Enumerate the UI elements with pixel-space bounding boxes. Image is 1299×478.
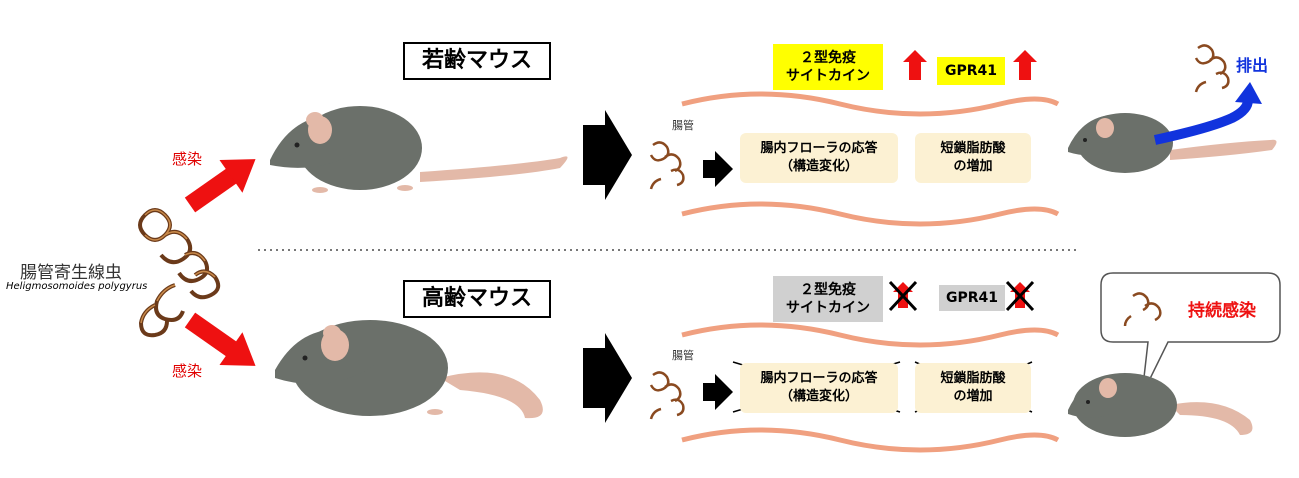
old-mouse-title: 高齢マウス <box>403 280 551 318</box>
small-arrow-old <box>703 374 733 410</box>
infection-label-young: 感染 <box>172 150 203 168</box>
old-scfa-box: 短鎖脂肪酸 の増加 <box>915 363 1031 413</box>
old-gpr41-box: GPR41 <box>939 285 1005 311</box>
infection-arrow-old <box>184 312 256 366</box>
young-mouse-expel-illustration <box>1068 113 1277 173</box>
gut-wall-old-bottom <box>681 427 1060 453</box>
old-type2-cytokine-box: ２型免疫 サイトカイン <box>773 276 883 322</box>
gut-label-young: 腸管 <box>672 119 694 132</box>
gut-wall-young-bottom <box>681 201 1060 227</box>
young-flora-response-box: 腸内フローラの応答 （構造変化） <box>740 133 898 183</box>
young-scfa-box: 短鎖脂肪酸 の増加 <box>915 133 1031 183</box>
no-increase-cytokine <box>888 280 918 312</box>
young-gpr41-box: GPR41 <box>937 57 1005 85</box>
old-mouse-persistent-illustration <box>1068 373 1253 437</box>
small-arrow-young <box>703 151 733 187</box>
nematode-expelled <box>1194 44 1230 93</box>
young-mouse-title: 若齢マウス <box>403 42 551 80</box>
young-type2-cytokine-box: ２型免疫 サイトカイン <box>773 44 883 90</box>
expel-arrow <box>1153 99 1253 145</box>
nematode-latin-name: Heligmosomoides polygyrus <box>6 281 148 292</box>
increase-arrow-cytokine <box>903 50 927 80</box>
expel-label: 排出 <box>1236 56 1269 75</box>
old-mouse-illustration <box>275 320 543 419</box>
young-mouse-illustration <box>270 106 568 193</box>
gut-wall-old-top <box>681 322 1060 348</box>
process-arrow-young <box>583 110 632 200</box>
process-arrow-old <box>583 333 632 423</box>
increase-arrow-gpr41 <box>1013 50 1037 80</box>
speech-bubble <box>1100 272 1281 396</box>
old-flora-response-box: 腸内フローラの応答 （構造変化） <box>740 363 898 413</box>
infection-label-old: 感染 <box>172 362 203 380</box>
nematode-illustration <box>138 208 221 338</box>
persistent-infection-label: 持続感染 <box>1188 301 1256 321</box>
nematode-persistent <box>1123 292 1162 327</box>
nematode-name: 腸管寄生線虫 <box>20 263 122 283</box>
nematode-gut-young <box>649 141 685 190</box>
nematode-gut-old <box>649 371 685 420</box>
gut-wall-young-top <box>681 91 1060 117</box>
no-increase-gpr41 <box>1005 280 1035 312</box>
infection-arrow-young <box>184 159 256 213</box>
gut-label-old: 腸管 <box>672 349 694 362</box>
